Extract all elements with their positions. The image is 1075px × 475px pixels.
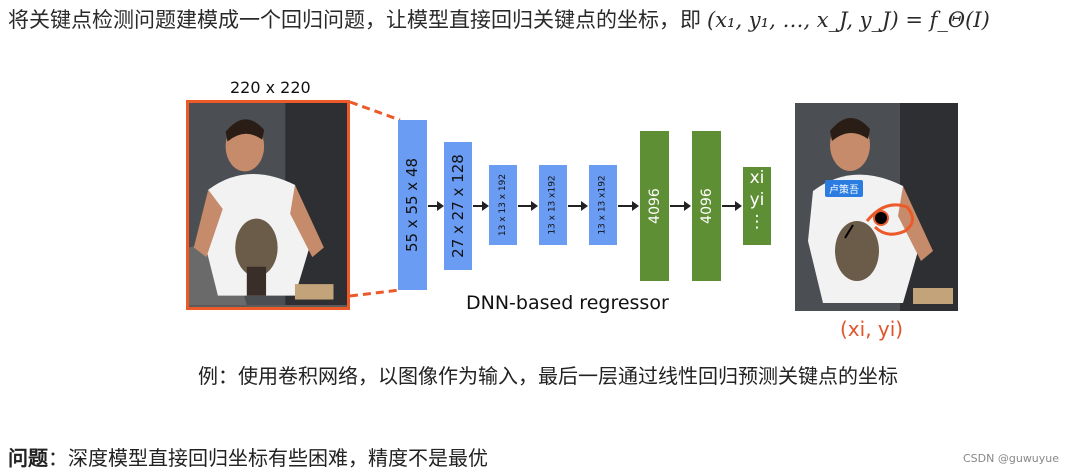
watermark-credit: CSDN @guwuyue: [963, 452, 1060, 465]
person-illustration: [189, 103, 347, 306]
fc-layer-2: 4096: [692, 131, 721, 281]
output-coordinate-label: (xi, yi): [840, 317, 904, 341]
conv-layer-5: 13 x 13 x192: [589, 165, 617, 245]
arrow-2: [473, 201, 489, 211]
input-image: [186, 100, 350, 310]
problem-description: ：深度模型直接回归坐标有些困难，精度不是最优: [48, 446, 488, 470]
arrow-4: [568, 201, 588, 211]
example-text: 例：使用卷积网络，以图像作为输入，最后一层通过线性回归预测关键点的坐标: [198, 364, 898, 388]
conv-layer-2: 27 x 27 x 128: [444, 142, 472, 270]
output-dots: ⋮: [748, 212, 766, 232]
network-caption: DNN-based regressor: [466, 292, 669, 314]
heading-formula: (x₁, y₁, …, x_J, y_J) = f_Θ(I): [707, 8, 990, 32]
heading-text: 将关键点检测问题建模成一个回归问题，让模型直接回归关键点的坐标，即: [8, 8, 701, 32]
conv-layer-3: 13 x 13 x 192: [489, 165, 517, 245]
conv-layer-1: 55 x 55 x 48: [398, 120, 427, 290]
zoom-lines: [349, 100, 401, 298]
output-image: 卢策吾: [795, 103, 958, 311]
arrow-6: [670, 201, 691, 211]
name-tag: 卢策吾: [825, 180, 863, 197]
problem-label: 问题: [8, 446, 48, 470]
conv-layer-4: 13 x 13 x192: [539, 165, 567, 245]
heading: 将关键点检测问题建模成一个回归问题，让模型直接回归关键点的坐标，即(x₁, y₁…: [8, 4, 990, 34]
arrow-1: [428, 201, 444, 211]
output-y: yi: [749, 190, 765, 210]
fc-layer-1: 4096: [640, 131, 669, 281]
person-output-illustration: [795, 103, 958, 311]
arrow-5: [618, 201, 639, 211]
arrow-7: [722, 201, 742, 211]
problem-text: 问题：深度模型直接回归坐标有些困难，精度不是最优: [8, 442, 488, 471]
output-layer: xi yi ⋮: [743, 167, 771, 245]
input-size-label: 220 x 220: [230, 78, 311, 97]
arrow-3: [518, 201, 538, 211]
output-x: xi: [749, 168, 765, 188]
